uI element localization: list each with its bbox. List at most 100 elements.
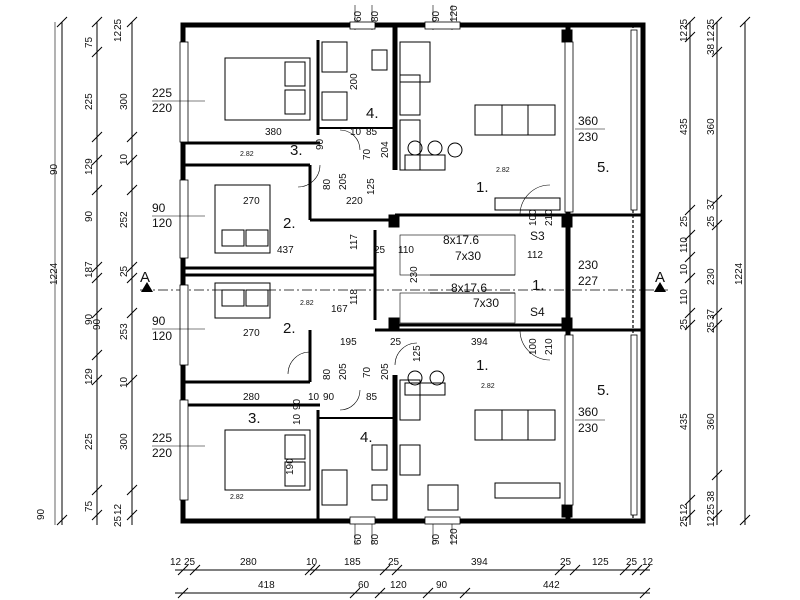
dim-bot-418: 418 [258, 580, 275, 591]
stair-s3: S3 [530, 229, 545, 243]
dim-right-25e: 25 [679, 318, 690, 330]
room-bot-balcony: 5. [597, 382, 610, 399]
dim-90a: 90 [315, 138, 326, 150]
dim-top-120: 120 [449, 5, 460, 22]
dim-118: 118 [349, 289, 360, 305]
dim-117: 117 [349, 234, 360, 250]
dim-top-80: 80 [370, 10, 381, 22]
dim-25a: 25 [374, 245, 386, 256]
dim-204: 204 [380, 141, 391, 158]
level-mark-4: 2.82 [481, 383, 495, 390]
stair-top-tread: 7x30 [455, 249, 481, 263]
dim-270b: 270 [243, 328, 260, 339]
bottom-dimension-labels: 12 25 280 10 185 25 394 25 125 25 12 418… [170, 557, 654, 591]
tag-230-top: 230 [578, 130, 598, 144]
tag-90-bot: 90 [152, 314, 166, 328]
dim-right-12d: 12 [706, 515, 717, 527]
dim-10b: 10 [308, 392, 320, 403]
dim-85a: 85 [366, 127, 378, 138]
dim-left-75b: 75 [84, 500, 95, 512]
dim-bot-25: 25 [184, 557, 196, 568]
dim-right-25g: 25 [679, 515, 690, 527]
room-top-living: 1. [476, 179, 489, 196]
room-bot-bedroom-1: 3. [248, 410, 261, 427]
room-bot-bath: 4. [360, 429, 373, 446]
dim-right-38: 38 [706, 43, 717, 55]
dim-right-360b: 360 [706, 413, 717, 430]
dim-bot-25c: 25 [560, 557, 572, 568]
stair-s4: S4 [530, 305, 545, 319]
dim-right-12c: 12 [679, 503, 690, 515]
dim-10a: 10 [350, 127, 362, 138]
dim-bot-185: 185 [344, 557, 361, 568]
level-mark-2: 2.82 [300, 300, 314, 307]
tag-220-top: 220 [152, 101, 172, 115]
dim-left-90b: 90 [84, 210, 95, 222]
room-numbers: 3. 2. 4. 1. 5. 2. 3. 4. 1. 5. 1. [248, 105, 610, 446]
dim-220: 220 [346, 196, 363, 207]
dim-left-90e: 90 [36, 508, 47, 520]
dim-205b: 205 [338, 363, 349, 380]
tag-120-bot: 120 [152, 329, 172, 343]
dim-right-37: 37 [706, 198, 717, 210]
windows [179, 21, 638, 525]
dim-10c: 10 [292, 413, 303, 425]
tag-360-bot: 360 [578, 405, 598, 419]
dim-left-25b: 25 [119, 265, 130, 277]
dim-top-90: 90 [431, 10, 442, 22]
room-top-balcony: 5. [597, 159, 610, 176]
dim-left-90: 90 [49, 163, 60, 175]
section-label-left: A [140, 269, 150, 286]
dim-left-25: 25 [113, 18, 124, 30]
dim-230b: 230 [578, 258, 598, 272]
dim-bot-12b: 12 [642, 557, 654, 568]
dim-270a: 270 [243, 196, 260, 207]
tag-225-bot: 225 [152, 431, 172, 445]
right-dimension-labels: 25 12 25 12 38 435 360 25 37 25 110 10 2… [679, 18, 745, 527]
dim-right-435b: 435 [679, 413, 690, 430]
dim-bot-12: 12 [170, 557, 182, 568]
dim-left-12b: 12 [113, 503, 124, 515]
dim-80b: 80 [322, 368, 333, 380]
dim-right-12b: 12 [706, 30, 717, 42]
dim-right-12: 12 [679, 30, 690, 42]
tag-360-top: 360 [578, 114, 598, 128]
dim-right-total: 1224 [734, 262, 745, 285]
bottom-dimension-chains [175, 569, 650, 594]
section-label-right: A [655, 269, 665, 286]
room-bot-bedroom-2: 2. [283, 320, 296, 337]
dim-right-230: 230 [706, 268, 717, 285]
dim-left-10b: 10 [119, 376, 130, 388]
dim-left-225: 225 [84, 93, 95, 110]
dim-380: 380 [265, 127, 282, 138]
room-top-bedroom-2: 2. [283, 215, 296, 232]
dim-190: 190 [285, 458, 296, 475]
level-marks: 2.82 2.82 2.82 2.82 2.82 [230, 151, 510, 501]
dim-bot-280: 280 [240, 557, 257, 568]
stair-210-bot: 210 [544, 338, 555, 355]
dim-left-187: 187 [84, 261, 95, 278]
stair-210-top: 210 [544, 209, 555, 226]
dim-right-435: 435 [679, 118, 690, 135]
level-mark-5: 2.82 [230, 494, 244, 501]
dim-bot-90: 90 [436, 580, 448, 591]
left-dimension-chains [54, 22, 133, 525]
dim-bot-120: 120 [390, 580, 407, 591]
dim-left-90d: 90 [92, 318, 103, 330]
dim-right-110: 110 [679, 237, 690, 253]
bottom-dimension-ticks [177, 564, 651, 599]
dim-bot-394: 394 [471, 557, 488, 568]
dim-227: 227 [578, 274, 598, 288]
dim-right-38b: 38 [706, 490, 717, 502]
dim-205a: 205 [338, 173, 349, 190]
tag-120-top: 120 [152, 216, 172, 230]
dim-left-10: 10 [119, 153, 130, 165]
dim-left-300b: 300 [119, 433, 130, 450]
dim-left-253: 253 [119, 323, 130, 340]
dim-167: 167 [331, 304, 348, 315]
tag-230-bot: 230 [578, 421, 598, 435]
dim-right-360: 360 [706, 118, 717, 135]
dim-80a: 80 [322, 178, 333, 190]
dim-70b: 70 [362, 366, 373, 378]
